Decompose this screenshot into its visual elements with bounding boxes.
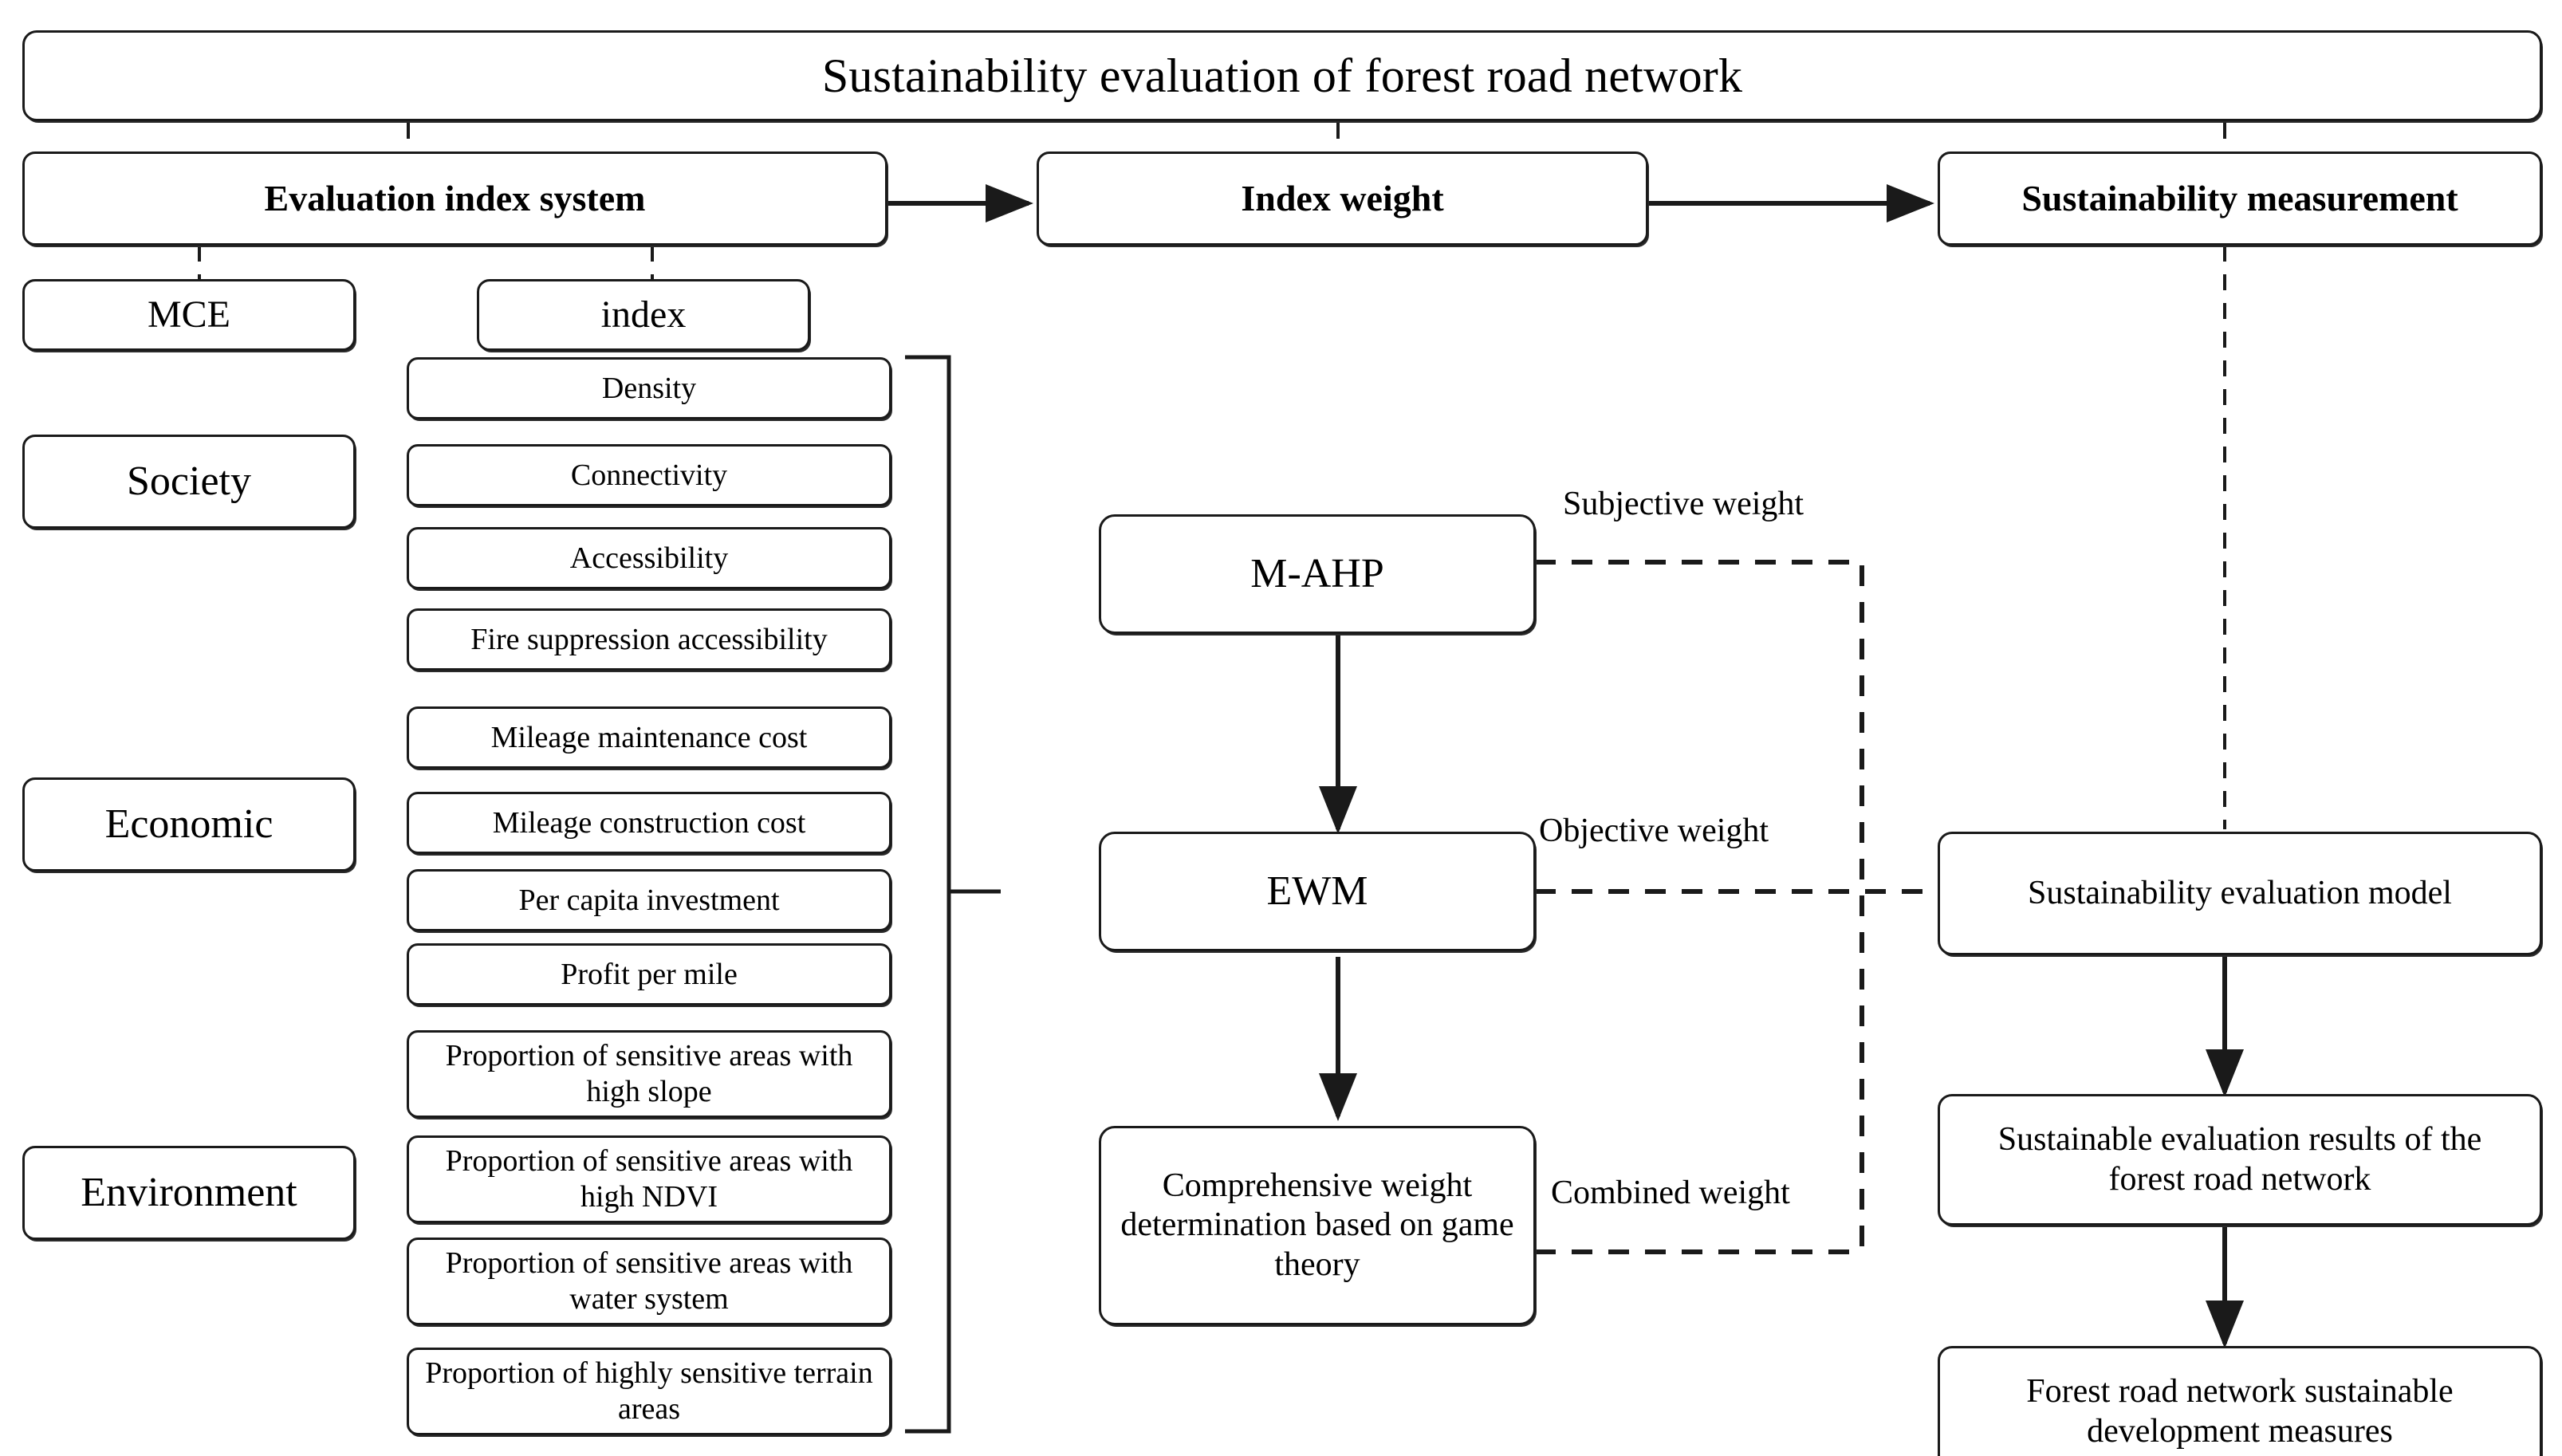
indicator-label: Fire suppression accessibility: [470, 622, 828, 656]
header-label: Evaluation index system: [264, 177, 646, 218]
header-sustainability-measurement[interactable]: Sustainability measurement: [1938, 152, 2542, 246]
category-label: Society: [127, 458, 251, 505]
category-society[interactable]: Society: [22, 435, 356, 529]
indicator-density[interactable]: Density: [407, 357, 891, 419]
header-label: Index weight: [1241, 177, 1444, 218]
node-label: EWM: [1266, 868, 1368, 915]
indicator-profit-per-mile[interactable]: Profit per mile: [407, 943, 891, 1005]
header-evaluation-index-system[interactable]: Evaluation index system: [22, 152, 887, 246]
node-m-ahp[interactable]: M-AHP: [1099, 514, 1536, 634]
node-sustainability-evaluation-model[interactable]: Sustainability evaluation model: [1938, 832, 2542, 955]
indicator-bracket: [905, 355, 951, 1434]
edge-label-combined-weight: Combined weight: [1551, 1175, 1790, 1211]
category-label: Economic: [104, 801, 274, 848]
node-label: Sustainability evaluation model: [2028, 874, 2452, 911]
node-label: MCE: [147, 293, 230, 336]
indicator-label: Mileage construction cost: [492, 805, 806, 840]
node-label: Sustainable evaluation results of the fo…: [1997, 1120, 2482, 1198]
node-comprehensive-weight[interactable]: Comprehensive weight determination based…: [1099, 1126, 1536, 1325]
node-label: index: [600, 293, 687, 336]
indicator-label: Accessibility: [569, 541, 729, 575]
node-sustainable-development-measures[interactable]: Forest road network sustainable developm…: [1938, 1346, 2542, 1456]
indicator-mileage-maintenance-cost[interactable]: Mileage maintenance cost: [407, 706, 891, 769]
category-environment[interactable]: Environment: [22, 1146, 356, 1240]
category-label: Environment: [81, 1170, 297, 1216]
edge-label-objective-weight: Objective weight: [1539, 813, 1769, 849]
diagram-title-box: Sustainability evaluation of forest road…: [22, 30, 2542, 121]
edge-label-subjective-weight: Subjective weight: [1563, 486, 1804, 522]
connector-subjective-weight: [1535, 560, 1864, 1252]
indicator-label: Profit per mile: [561, 957, 738, 991]
indicator-label: Proportion of sensitive areas with water…: [445, 1246, 853, 1316]
header-label: Sustainability measurement: [2021, 177, 2458, 218]
node-label: Forest road network sustainable developm…: [2026, 1372, 2454, 1450]
indicator-per-capita-investment[interactable]: Per capita investment: [407, 869, 891, 931]
indicator-fire-suppression-accessibility[interactable]: Fire suppression accessibility: [407, 608, 891, 671]
node-index-label[interactable]: index: [477, 279, 810, 351]
node-sustainable-evaluation-results[interactable]: Sustainable evaluation results of the fo…: [1938, 1094, 2542, 1226]
indicator-label: Mileage maintenance cost: [490, 720, 808, 754]
indicator-highly-sensitive-terrain-areas[interactable]: Proportion of highly sensitive terrain a…: [407, 1348, 891, 1435]
indicator-label: Per capita investment: [518, 883, 780, 917]
header-index-weight[interactable]: Index weight: [1037, 152, 1648, 246]
indicator-mileage-construction-cost[interactable]: Mileage construction cost: [407, 792, 891, 854]
indicator-sensitive-areas-high-ndvi[interactable]: Proportion of sensitive areas with high …: [407, 1135, 891, 1223]
category-economic[interactable]: Economic: [22, 777, 356, 872]
indicator-label: Proportion of sensitive areas with high …: [445, 1144, 853, 1214]
node-label: Comprehensive weight determination based…: [1120, 1167, 1514, 1283]
indicator-accessibility[interactable]: Accessibility: [407, 527, 891, 589]
indicator-label: Connectivity: [570, 458, 728, 492]
indicator-label: Proportion of sensitive areas with high …: [445, 1039, 853, 1108]
node-mce[interactable]: MCE: [22, 279, 356, 351]
node-ewm[interactable]: EWM: [1099, 832, 1536, 951]
indicator-label: Density: [601, 371, 697, 405]
indicator-sensitive-areas-high-slope[interactable]: Proportion of sensitive areas with high …: [407, 1030, 891, 1118]
node-label: M-AHP: [1250, 551, 1384, 597]
indicator-label: Proportion of highly sensitive terrain a…: [425, 1356, 873, 1426]
diagram-title: Sustainability evaluation of forest road…: [821, 49, 1743, 102]
indicator-sensitive-areas-water-system[interactable]: Proportion of sensitive areas with water…: [407, 1238, 891, 1325]
indicator-connectivity[interactable]: Connectivity: [407, 444, 891, 506]
